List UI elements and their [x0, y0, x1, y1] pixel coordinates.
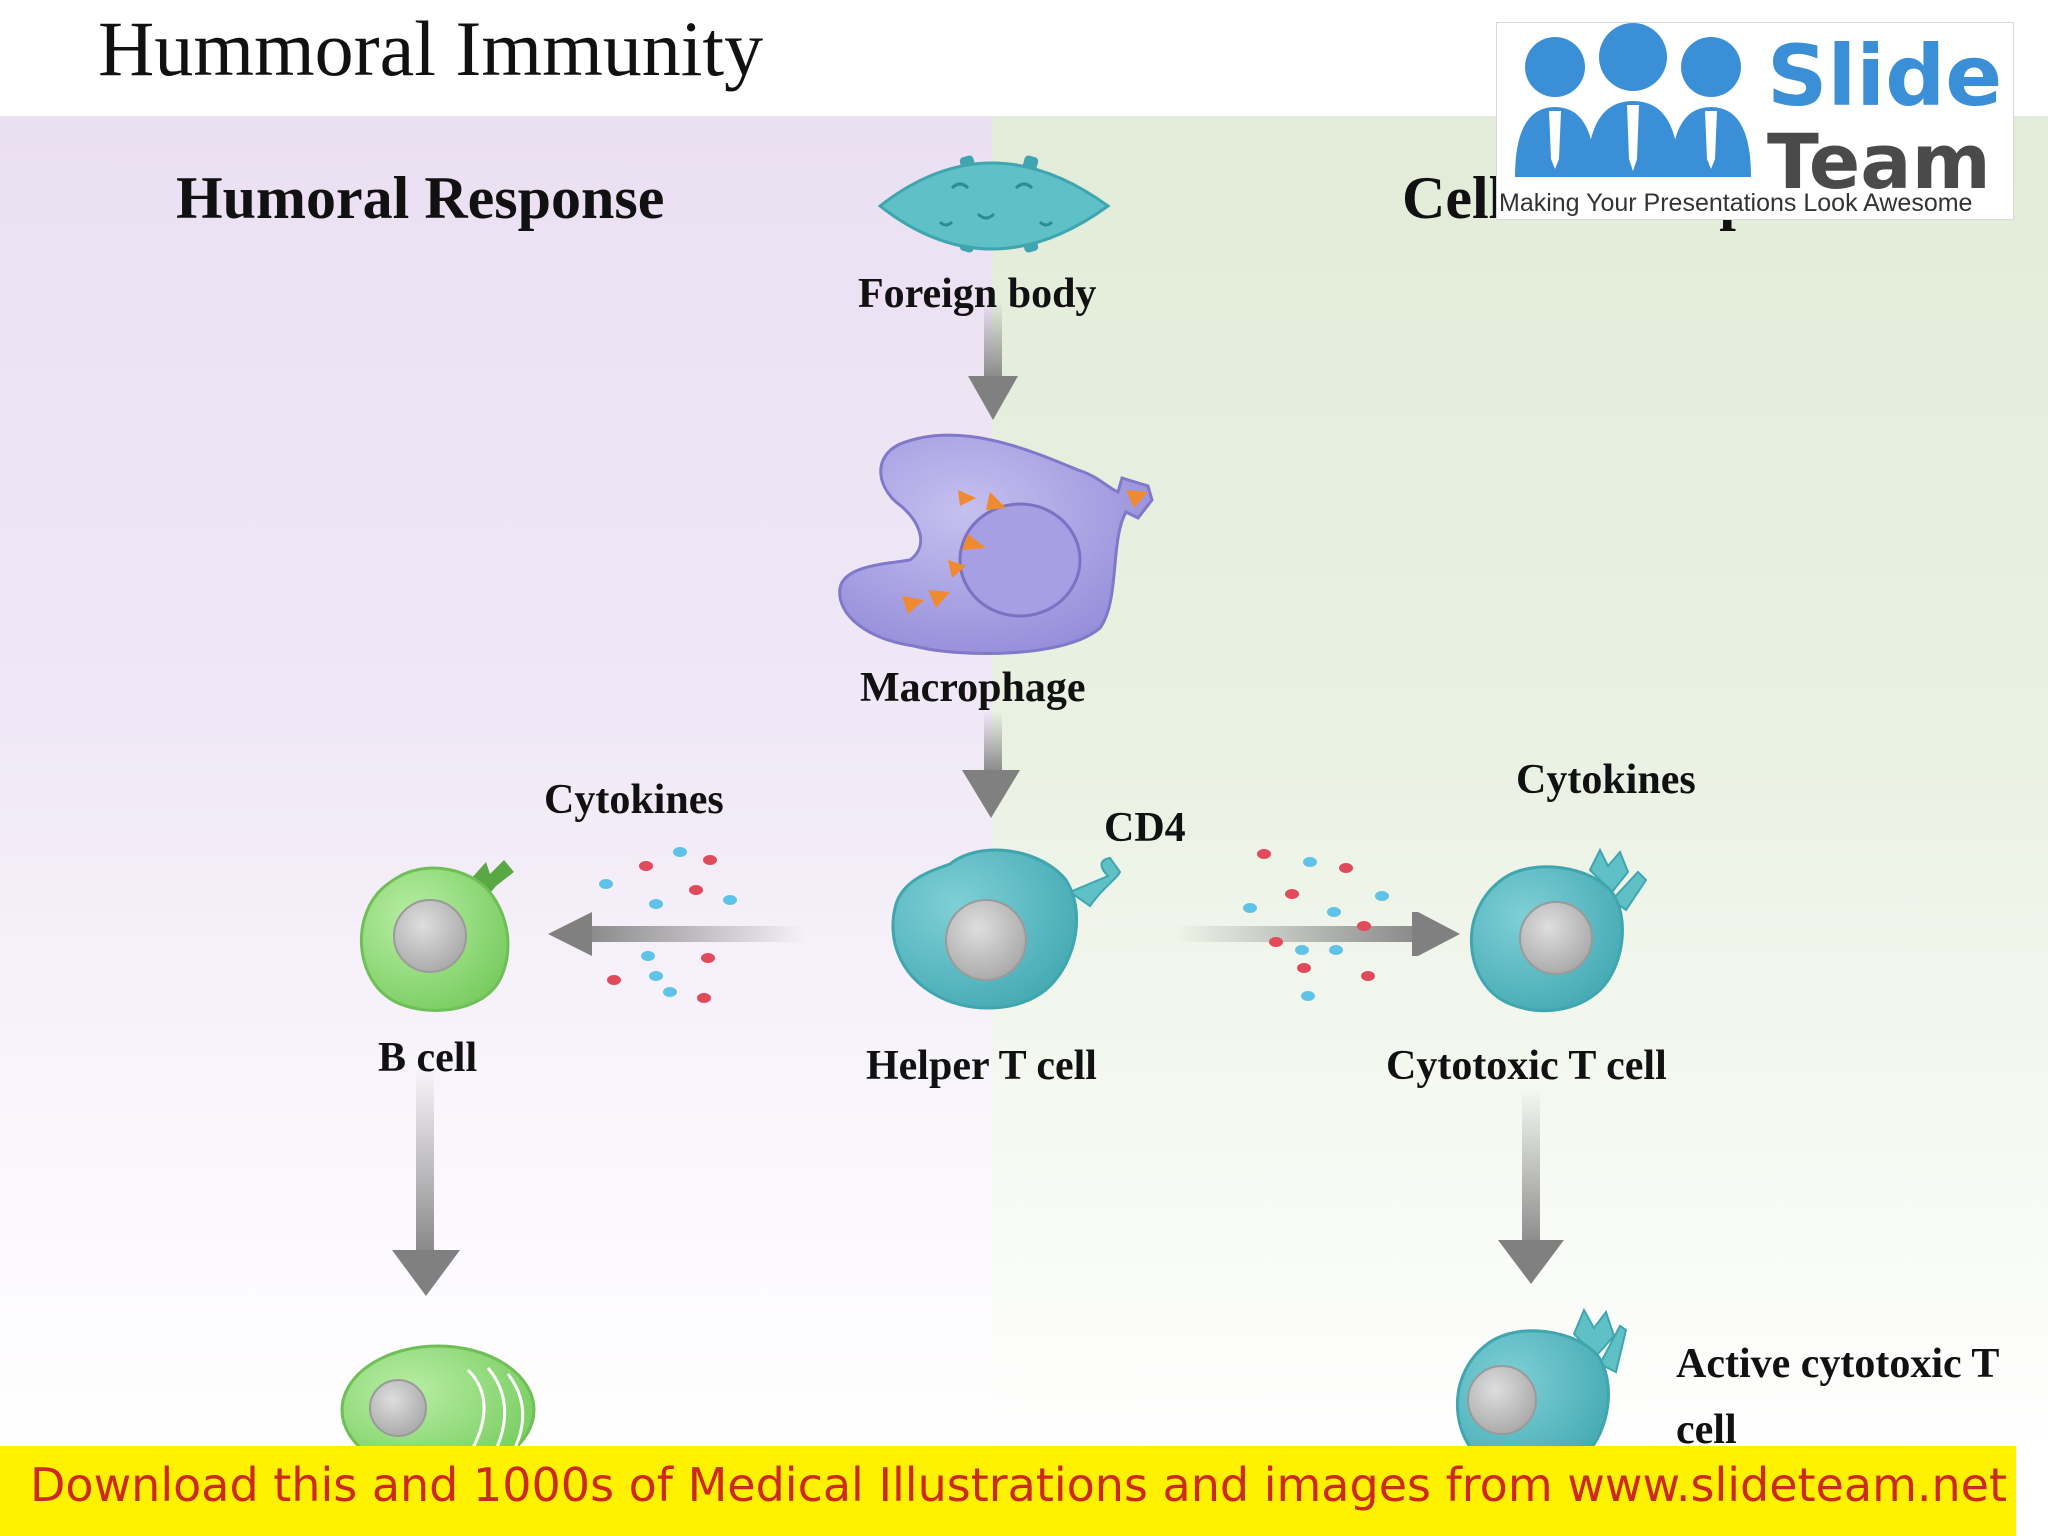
active-cytotoxic-label-line1: Active cytotoxic T: [1676, 1341, 2000, 1387]
plasma-cell-icon: [340, 1344, 536, 1476]
cytokines-left-label: Cytokines: [544, 777, 724, 823]
helper-t-cell-icon: [891, 848, 1122, 1010]
active-cytotoxic-label-line2: cell: [1676, 1407, 1737, 1453]
humoral-panel: [0, 116, 992, 1456]
arrow-b-cell-to-plasma: [392, 1070, 460, 1296]
slideteam-logo: Slide Team Making Your Presentations Loo…: [1496, 22, 2014, 220]
arrow-foreign-to-macrophage: [968, 300, 1018, 420]
macrophage-label: Macrophage: [860, 665, 1086, 711]
download-banner[interactable]: Download this and 1000s of Medical Illus…: [0, 1446, 2016, 1536]
macrophage-icon: [838, 433, 1154, 655]
cytotoxic-t-cell-label: Cytotoxic T cell: [1386, 1043, 1667, 1089]
logo-word-slide: Slide: [1767, 27, 2003, 125]
b-cell-icon: [359, 860, 514, 1012]
cytokines-right-label: Cytokines: [1516, 757, 1696, 803]
cytokine-particles-left: [599, 847, 737, 1003]
arrow-helper-to-cytotoxic: [1176, 912, 1460, 956]
humoral-response-heading: Humoral Response: [176, 165, 665, 231]
arrow-macrophage-to-helper: [962, 712, 1020, 818]
arrow-helper-to-b-cell: [548, 912, 804, 956]
logo-word-team: Team: [1767, 117, 1991, 206]
cd4-label: CD4: [1104, 805, 1186, 851]
cellular-panel: [992, 116, 2048, 1456]
logo-tagline: Making Your Presentations Look Awesome: [1499, 189, 1973, 217]
foreign-body-icon: [877, 155, 1111, 253]
arrow-cytotoxic-to-active: [1498, 1090, 1564, 1284]
active-cytotoxic-t-cell-icon: [1455, 1307, 1628, 1477]
foreign-body-label: Foreign body: [858, 271, 1097, 317]
cytotoxic-t-cell-icon: [1469, 847, 1648, 1013]
b-cell-label: B cell: [378, 1035, 478, 1081]
people-logo-icon: [1515, 23, 1751, 177]
cytokine-particles-right: [1243, 849, 1389, 1001]
slide-title: Hummoral Immunity: [98, 5, 764, 92]
download-banner-text: Download this and 1000s of Medical Illus…: [30, 1458, 2007, 1512]
helper-t-cell-label: Helper T cell: [866, 1043, 1097, 1089]
